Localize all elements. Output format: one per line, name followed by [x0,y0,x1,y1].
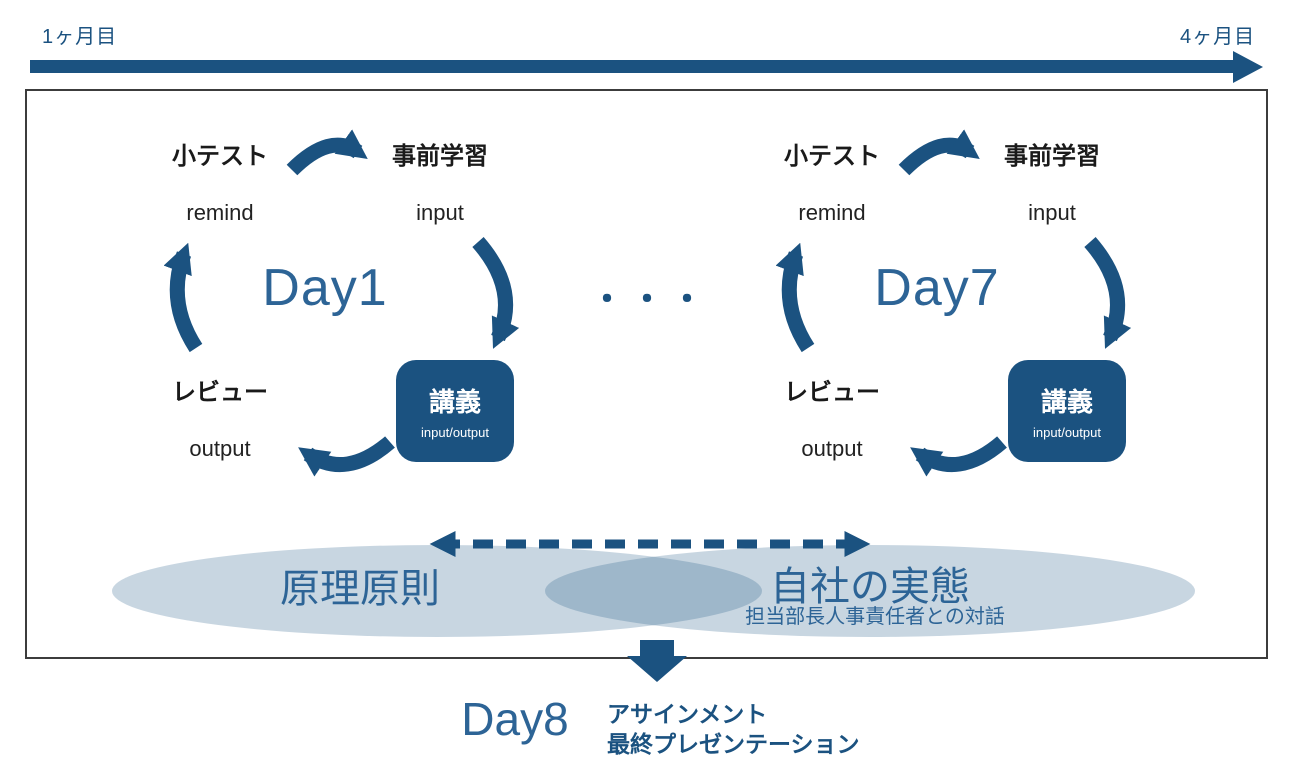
prestudy-label: 事前学習 [1004,143,1100,170]
quiz-sub-label: remind [186,200,254,225]
timeline-start-label: 1ヶ月目 [42,26,118,48]
principles-ellipse [112,545,762,637]
company-reality-label: 自社の実態 [770,565,970,609]
cycle-day1: 小テスト remind 事前学習 input Day1 講義 input/out… [100,112,580,532]
lecture-sub-label: input/output [421,425,489,440]
day7-title: Day7 [874,259,1000,317]
timeline-arrowhead-icon [1233,51,1263,83]
day8-line1: アサインメント [607,701,768,727]
quiz-label: 小テスト [172,143,268,170]
down-arrowhead-icon [627,656,687,682]
prestudy-label: 事前学習 [392,143,488,170]
principles-label: 原理原則 [280,567,440,611]
curved-arrow-quiz-to-prestudy-icon [286,129,368,176]
lecture-label: 講義 [1040,387,1093,417]
day8-title: Day8 [461,693,569,745]
review-sub-label: output [801,436,863,461]
cycle-day7: 小テスト remind 事前学習 input Day7 講義 input/out… [712,112,1192,532]
company-reality-ellipse [545,545,1195,637]
company-reality-sub-label: 担当部長人事責任者との対話 [745,606,1005,628]
day8-description: アサインメント 最終プレゼンテーション [607,699,860,759]
curved-arrow-prestudy-to-lecture-icon [472,237,520,349]
lecture-sub-label: input/output [1033,425,1101,440]
cycle-ellipsis: ・・・ [590,281,710,319]
lecture-label: 講義 [428,387,481,417]
curved-arrow-prestudy-to-lecture-icon [1084,237,1132,349]
prestudy-sub-label: input [1028,200,1076,225]
cycle-day7-arrows [775,129,1132,477]
lecture-box: 講義 input/output [396,360,514,462]
quiz-sub-label: remind [798,200,866,225]
prestudy-sub-label: input [416,200,464,225]
review-sub-label: output [189,436,251,461]
review-label: レビュー [784,379,880,406]
down-arrow-icon [640,640,674,656]
curved-arrow-quiz-to-prestudy-icon [898,129,980,176]
curved-arrow-lecture-to-review-icon [910,436,1007,477]
lecture-box: 講義 input/output [1008,360,1126,462]
timeline-end-label: 4ヶ月目 [1180,26,1256,48]
timeline-arrow-bar [30,60,1235,73]
day1-title: Day1 [262,259,388,317]
day8-line2: 最終プレゼンテーション [607,731,860,757]
cycle-day1-arrows [163,129,520,477]
curved-arrow-lecture-to-review-icon [298,436,395,477]
quiz-label: 小テスト [784,143,880,170]
review-label: レビュー [172,379,268,406]
